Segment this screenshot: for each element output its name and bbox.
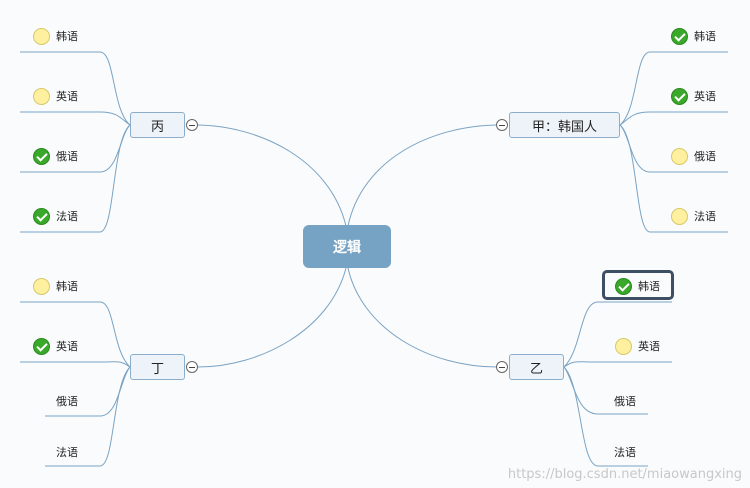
leaf-ding-0[interactable]: 韩语 bbox=[33, 276, 78, 296]
leaf-yi-1[interactable]: 英语 bbox=[615, 336, 660, 356]
leaf-label: 俄语 bbox=[56, 150, 78, 163]
watermark-text: https://blog.csdn.net/miaowangxing bbox=[507, 467, 742, 482]
leaf-yi-0[interactable]: 韩语 bbox=[615, 276, 660, 296]
selection-highlight bbox=[602, 270, 674, 300]
central-topic[interactable]: 逻辑 bbox=[303, 225, 391, 268]
connector-root-ding bbox=[197, 267, 347, 368]
leaf-ding-3[interactable]: 法语 bbox=[56, 442, 78, 462]
connector-root-yi bbox=[347, 267, 498, 368]
connector-root-bing bbox=[197, 124, 347, 227]
leaf-label: 俄语 bbox=[694, 150, 716, 163]
leaf-label: 俄语 bbox=[614, 395, 636, 408]
leaf-jia-3[interactable]: 法语 bbox=[671, 206, 716, 226]
leaf-label: 韩语 bbox=[56, 280, 78, 293]
leaf-ding-1[interactable]: 英语 bbox=[33, 336, 78, 356]
leaf-bing-2[interactable]: 俄语 bbox=[33, 146, 78, 166]
checkmark-icon bbox=[671, 87, 688, 105]
leaf-label: 英语 bbox=[56, 340, 78, 353]
leaf-yi-3[interactable]: 法语 bbox=[614, 442, 636, 462]
branch-jia[interactable]: 甲：韩国人 bbox=[509, 112, 620, 138]
leaf-label: 法语 bbox=[56, 446, 78, 459]
leaf-label: 英语 bbox=[56, 90, 78, 103]
leaf-label: 俄语 bbox=[56, 395, 78, 408]
checkmark-icon bbox=[33, 337, 50, 355]
pending-circle-icon bbox=[671, 147, 688, 165]
connector-root-jia bbox=[347, 124, 498, 227]
collapse-yi-icon[interactable] bbox=[496, 361, 508, 373]
branch-bing[interactable]: 丙 bbox=[130, 112, 185, 138]
pending-circle-icon bbox=[33, 87, 50, 105]
central-topic-label: 逻辑 bbox=[333, 239, 361, 256]
leaf-label: 英语 bbox=[694, 90, 716, 103]
leaf-bing-3[interactable]: 法语 bbox=[33, 206, 78, 226]
leaf-label: 英语 bbox=[638, 340, 660, 353]
leaf-bing-0[interactable]: 韩语 bbox=[33, 26, 78, 46]
branch-ding-label: 丁 bbox=[150, 361, 164, 377]
leaf-yi-2[interactable]: 俄语 bbox=[614, 391, 636, 411]
leaf-jia-1[interactable]: 英语 bbox=[671, 86, 716, 106]
checkmark-icon bbox=[671, 27, 688, 45]
pending-circle-icon bbox=[33, 277, 50, 295]
leaf-label: 韩语 bbox=[694, 30, 716, 43]
branch-yi-label: 乙 bbox=[529, 361, 543, 377]
collapse-jia-icon[interactable] bbox=[496, 119, 508, 131]
pending-circle-icon bbox=[615, 337, 632, 355]
leaf-label: 法语 bbox=[614, 446, 636, 459]
collapse-ding-icon[interactable] bbox=[186, 361, 198, 373]
leaf-jia-0[interactable]: 韩语 bbox=[671, 26, 716, 46]
branch-ding[interactable]: 丁 bbox=[130, 354, 185, 380]
leaf-label: 韩语 bbox=[638, 280, 660, 293]
branch-jia-label: 甲：韩国人 bbox=[531, 119, 597, 135]
pending-circle-icon bbox=[33, 27, 50, 45]
leaf-label: 韩语 bbox=[56, 30, 78, 43]
pending-circle-icon bbox=[671, 207, 688, 225]
checkmark-icon bbox=[33, 147, 50, 165]
leaf-label: 法语 bbox=[56, 210, 78, 223]
checkmark-icon bbox=[615, 277, 632, 295]
leaf-ding-2[interactable]: 俄语 bbox=[56, 391, 78, 411]
branch-bing-label: 丙 bbox=[150, 119, 164, 135]
leaf-jia-2[interactable]: 俄语 bbox=[671, 146, 716, 166]
collapse-bing-icon[interactable] bbox=[186, 119, 198, 131]
checkmark-icon bbox=[33, 207, 50, 225]
branch-yi[interactable]: 乙 bbox=[509, 354, 564, 380]
leaf-bing-1[interactable]: 英语 bbox=[33, 86, 78, 106]
leaf-label: 法语 bbox=[694, 210, 716, 223]
